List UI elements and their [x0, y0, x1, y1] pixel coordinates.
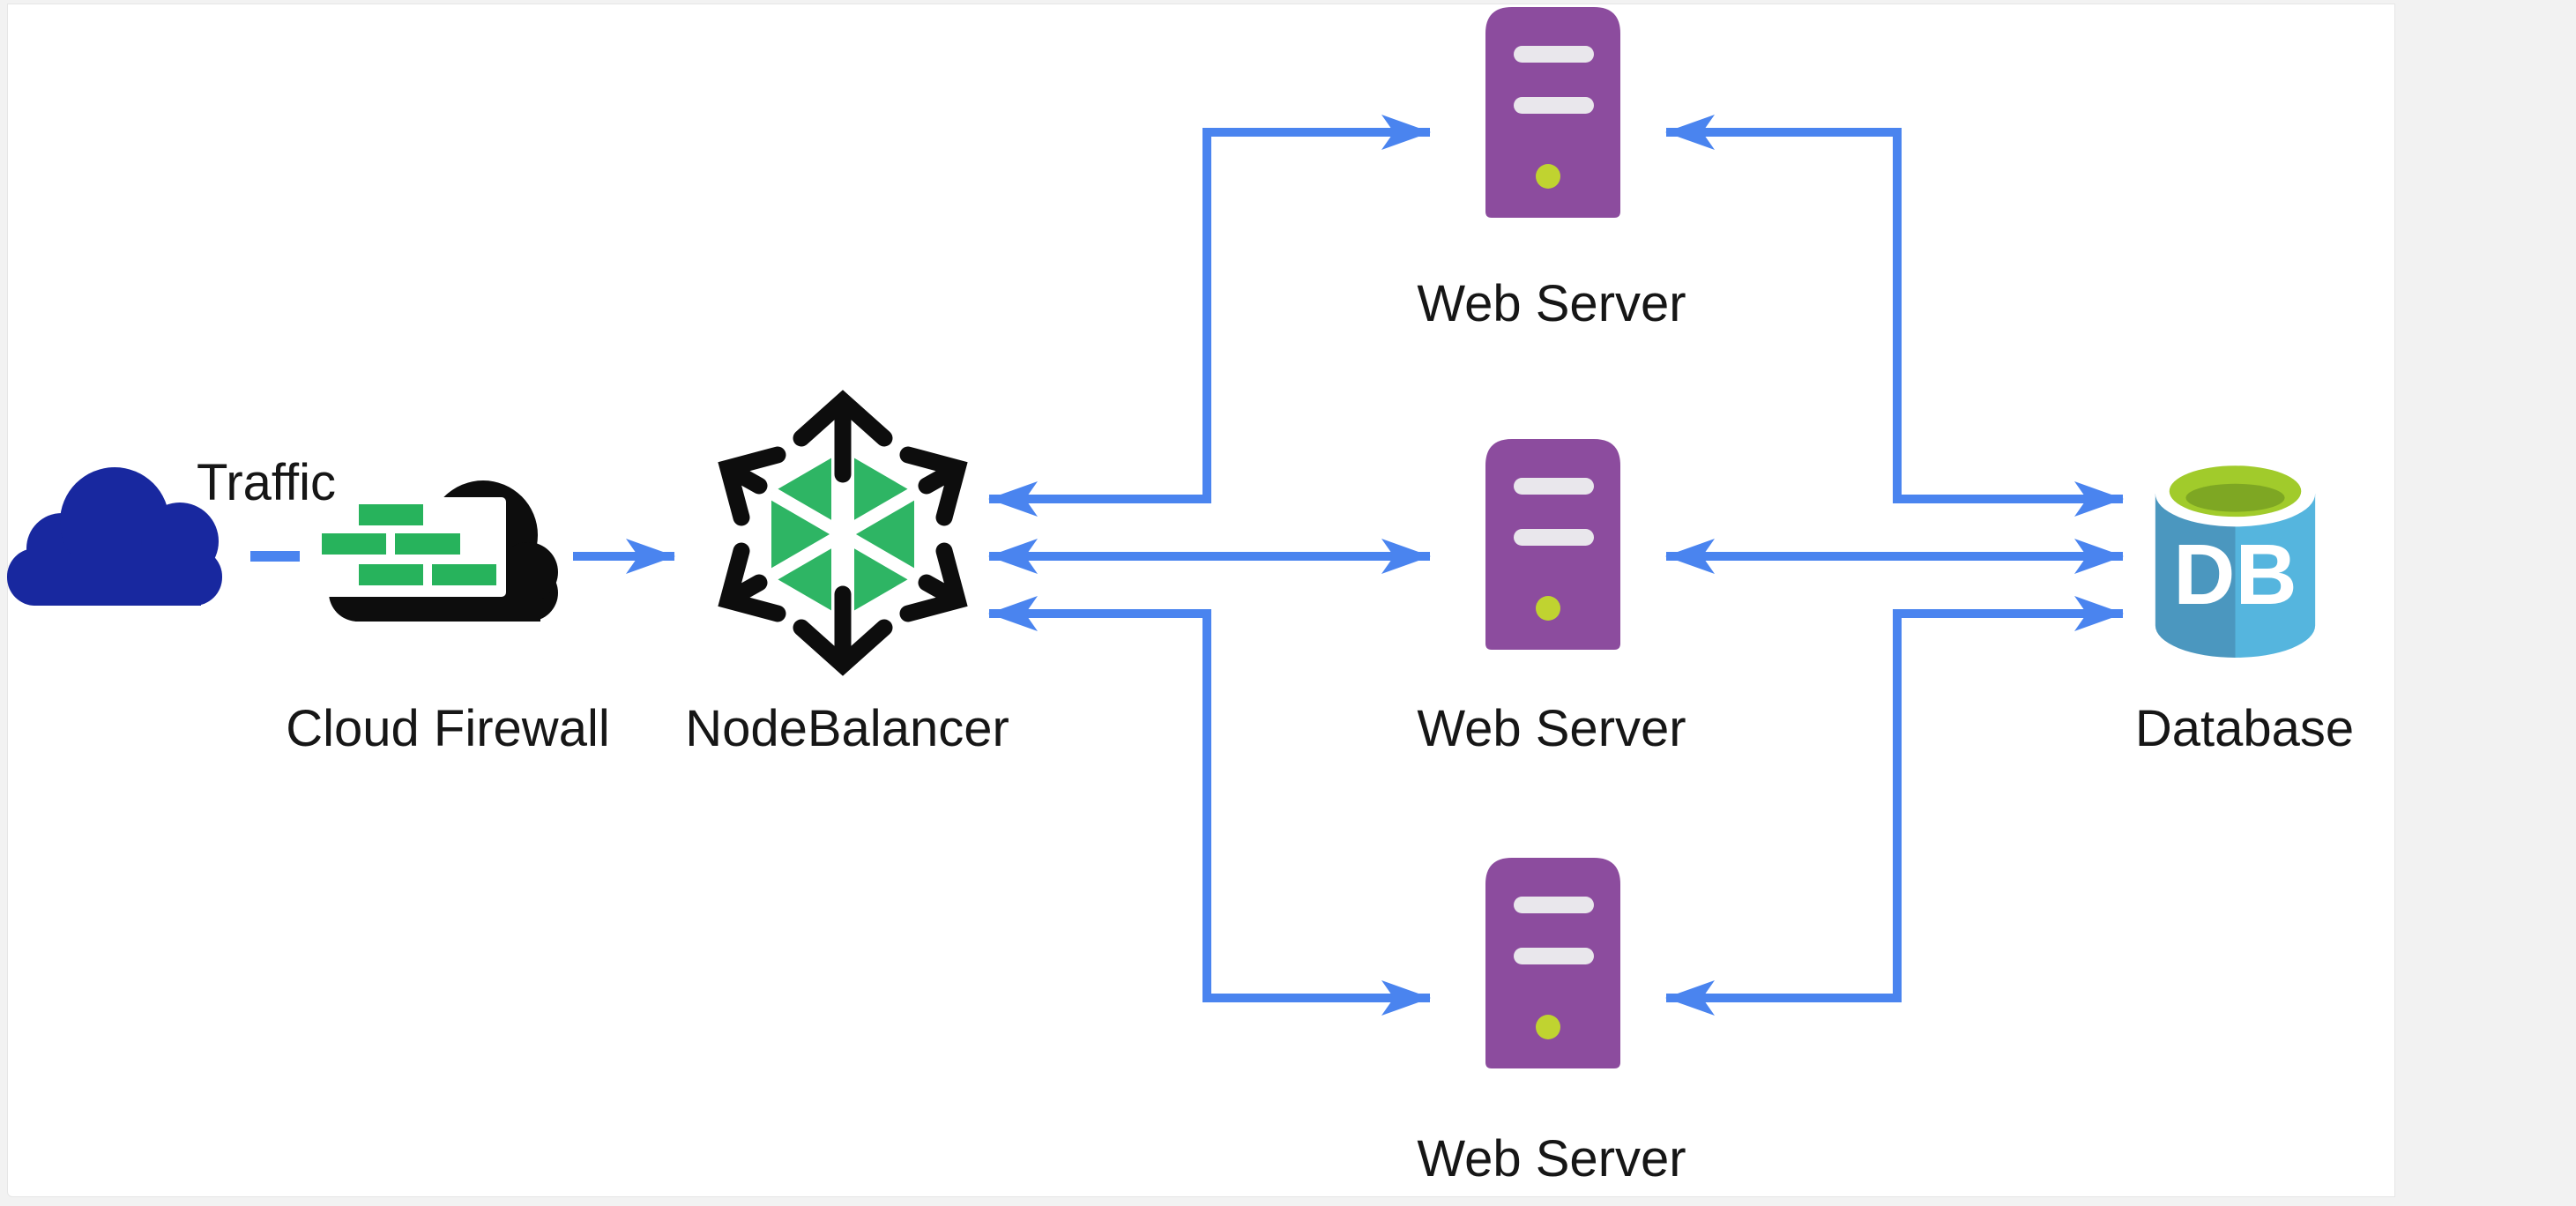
database-icon-text: DB	[2173, 526, 2297, 622]
edge-nodebalancer-webserver3	[988, 596, 1431, 1016]
cloud-firewall-icon	[313, 480, 558, 622]
cloud-firewall-label: Cloud Firewall	[286, 700, 610, 757]
nodebalancer-arrows	[718, 390, 968, 676]
edge-nodebalancer-webserver1	[988, 115, 1431, 517]
web-server-1-label: Web Server	[1417, 275, 1686, 332]
edge-webserver1-database	[1665, 115, 2124, 517]
traffic-cloud-icon	[7, 467, 222, 606]
nodebalancer-label: NodeBalancer	[685, 700, 1009, 757]
database-label: Database	[2134, 700, 2355, 757]
web-server-2-label: Web Server	[1417, 700, 1686, 757]
nodebalancer-icon	[718, 390, 968, 676]
web-server-2-icon	[1485, 439, 1620, 650]
edge-webserver3-database	[1665, 596, 2124, 1016]
web-server-3-icon	[1485, 858, 1620, 1068]
web-server-3-label: Web Server	[1417, 1130, 1686, 1187]
web-server-1-icon	[1485, 7, 1620, 218]
firewall-brick-wall	[313, 497, 506, 597]
database-icon: DB	[2155, 460, 2316, 658]
traffic-label: Traffic	[197, 454, 336, 511]
